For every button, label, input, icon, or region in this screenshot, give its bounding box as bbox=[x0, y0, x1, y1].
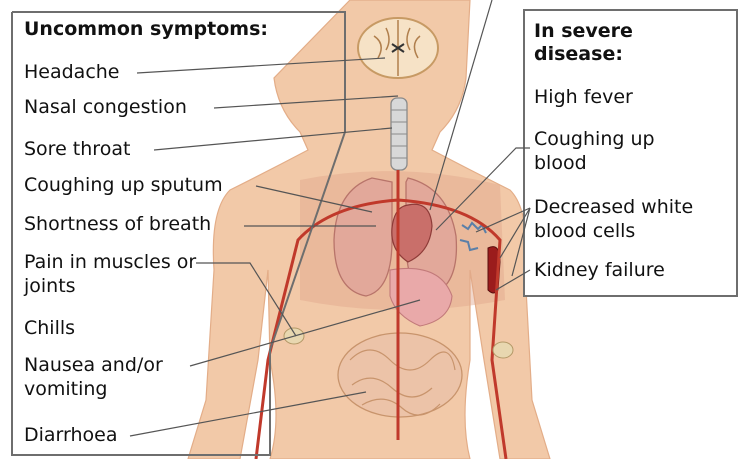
label-diarrhoea: Diarrhoea bbox=[24, 424, 118, 448]
label-high-fever: High fever bbox=[534, 86, 633, 110]
label-decreased-wbc: Decreased white blood cells bbox=[534, 196, 730, 244]
label-nasal-congestion: Nasal congestion bbox=[24, 96, 187, 120]
label-shortness-of-breath: Shortness of breath bbox=[24, 213, 211, 237]
label-headache: Headache bbox=[24, 61, 120, 85]
label-muscles-joints: Pain in muscles or joints bbox=[24, 251, 199, 299]
label-kidney-failure: Kidney failure bbox=[534, 259, 665, 283]
label-coughing-blood: Coughing up blood bbox=[534, 128, 684, 176]
trachea-icon bbox=[391, 98, 407, 170]
label-coughing-sputum: Coughing up sputum bbox=[24, 174, 223, 198]
brain-icon bbox=[358, 18, 438, 78]
intestines-icon bbox=[338, 333, 462, 417]
left-panel-heading: Uncommon symptoms: bbox=[24, 18, 268, 41]
label-chills: Chills bbox=[24, 317, 75, 341]
right-panel-heading: In severe disease: bbox=[534, 20, 654, 66]
label-sore-throat: Sore throat bbox=[24, 138, 130, 162]
label-nausea-vomiting: Nausea and/or vomiting bbox=[24, 354, 192, 402]
